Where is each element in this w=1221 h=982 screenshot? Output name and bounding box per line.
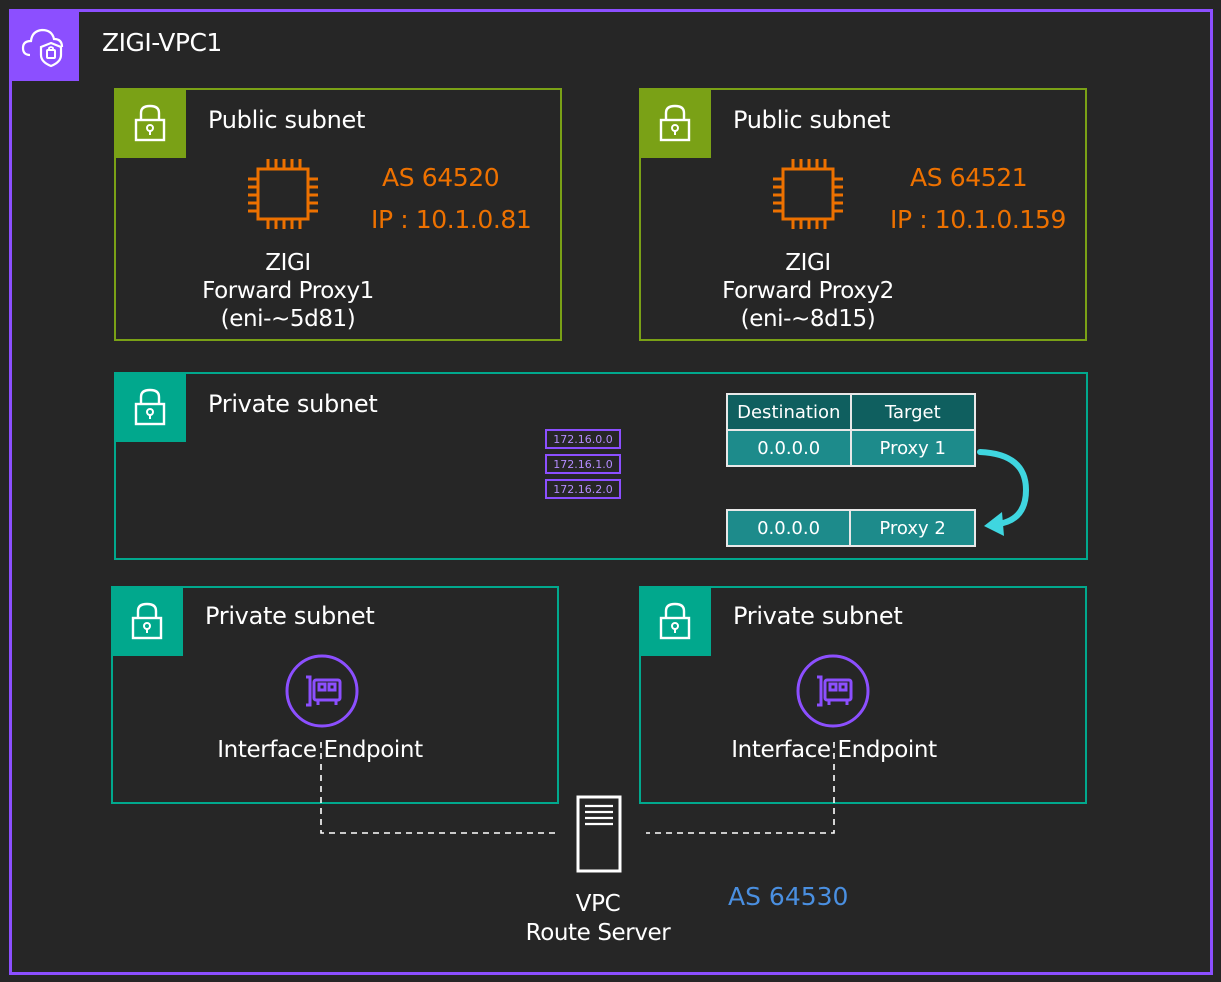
interface-endpoint-icon (285, 654, 359, 728)
vpc-title: ZIGI-VPC1 (102, 28, 222, 57)
table-cell-destination: 0.0.0.0 (726, 429, 852, 467)
route-table-icon: 172.16.0.0 172.16.1.0 172.16.2.0 (545, 429, 621, 499)
route-table-failover: 0.0.0.0 Proxy 2 (725, 509, 976, 547)
subnet-title: Public subnet (733, 106, 891, 134)
ec2-instance-icon (248, 159, 318, 229)
proxy2-ip: IP : 10.1.0.159 (890, 205, 1066, 234)
table-header-target: Target (849, 393, 977, 431)
table-cell-target: Proxy 1 (849, 429, 977, 467)
interface-endpoint-label: Interface Endpoint (217, 737, 423, 763)
vpc-badge (9, 9, 79, 81)
table-cell-target: Proxy 2 (849, 509, 976, 547)
route-server-icon (576, 795, 622, 873)
lock-icon (134, 104, 166, 142)
lock-icon (659, 602, 691, 640)
route-server-label-line2: Route Server (525, 920, 671, 946)
proxy1-ip: IP : 10.1.0.81 (371, 205, 532, 234)
subnet-title: Private subnet (205, 602, 375, 630)
lock-icon (131, 602, 163, 640)
proxy1-name-line1: ZIGI (265, 250, 311, 276)
subnet-lock-badge (114, 88, 186, 158)
route-entry: 172.16.0.0 (553, 433, 612, 446)
subnet-lock-badge (111, 586, 183, 656)
proxy1-name-line3: (eni-~5d81) (220, 306, 356, 332)
public-subnet-2: Public subnet (639, 88, 1087, 341)
route-entry: 172.16.2.0 (553, 483, 612, 496)
subnet-lock-badge (114, 372, 186, 442)
lock-icon (659, 104, 691, 142)
proxy1-name-line2: Forward Proxy1 (202, 278, 374, 304)
proxy2-as: AS 64521 (910, 163, 1028, 192)
route-server-label-line1: VPC (575, 891, 621, 917)
private-subnet-bottom-2: Private subnet (639, 586, 1087, 804)
vpc-frame (9, 9, 1213, 975)
subnet-lock-badge (639, 88, 711, 158)
subnet-title: Private subnet (733, 602, 903, 630)
proxy1-as: AS 64520 (382, 163, 500, 192)
route-server-as: AS 64530 (728, 882, 849, 911)
failover-arrow (977, 449, 1030, 536)
route-entry: 172.16.1.0 (553, 458, 612, 471)
private-subnet-main: Private subnet (114, 372, 1088, 560)
table-cell-destination: 0.0.0.0 (725, 509, 852, 547)
proxy2-name-line1: ZIGI (785, 250, 831, 276)
interface-endpoint-icon (796, 654, 870, 728)
subnet-title: Public subnet (208, 106, 366, 134)
route-table-primary: Destination Target 0.0.0.0 Proxy 1 (726, 393, 977, 467)
private-subnet-bottom-1: Private subnet (111, 586, 559, 804)
table-header-destination: Destination (726, 393, 852, 431)
lock-icon (134, 388, 166, 426)
subnet-lock-badge (639, 586, 711, 656)
subnet-title: Private subnet (208, 390, 378, 418)
proxy2-name-line2: Forward Proxy2 (722, 278, 894, 304)
cloud-shield-icon (21, 28, 64, 68)
public-subnet-1: Public subnet (114, 88, 562, 341)
ec2-instance-icon (773, 159, 843, 229)
proxy2-name-line3: (eni-~8d15) (740, 306, 876, 332)
